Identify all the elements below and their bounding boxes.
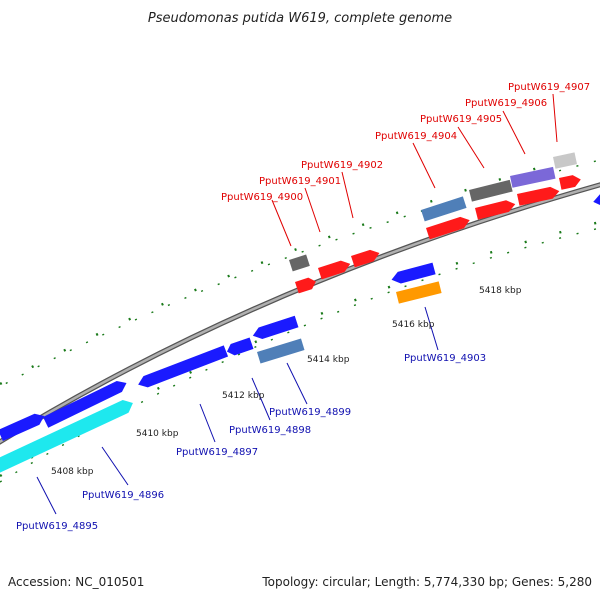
gene-feature[interactable] <box>553 152 578 169</box>
gene-feature[interactable] <box>257 338 305 364</box>
gene-label[interactable]: PputW619_4895 <box>16 521 98 532</box>
gene-feature[interactable] <box>426 214 472 240</box>
gene-feature[interactable] <box>510 166 556 188</box>
gene-feature[interactable] <box>592 191 600 208</box>
genome-summary-text: Topology: circular; Length: 5,774,330 bp… <box>261 575 592 589</box>
scale-label: 5412 kbp <box>222 391 265 401</box>
gene-feature[interactable] <box>289 254 310 272</box>
bottom-gene-labels: PputW619_4895 PputW619_4896 PputW619_489… <box>16 353 486 532</box>
gene-feature[interactable] <box>136 345 229 390</box>
gene-feature[interactable] <box>43 378 129 428</box>
gene-feature[interactable] <box>517 185 561 206</box>
gene-label[interactable]: PputW619_4907 <box>508 82 590 93</box>
scale-label: 5408 kbp <box>51 467 94 477</box>
accession-text: Accession: NC_010501 <box>8 575 144 589</box>
top-gene-labels: PputW619_4900 PputW619_4901 PputW619_490… <box>221 82 590 203</box>
top-label-leaders <box>271 93 558 247</box>
gene-label[interactable]: PputW619_4905 <box>420 114 502 125</box>
gene-feature[interactable] <box>318 258 352 280</box>
gene-feature[interactable] <box>351 247 381 268</box>
scale-label: 5418 kbp <box>479 286 522 296</box>
gene-label[interactable]: PputW619_4901 <box>259 176 341 187</box>
gene-feature[interactable] <box>251 315 299 342</box>
gene-label[interactable]: PputW619_4896 <box>82 490 164 501</box>
gene-label[interactable]: PputW619_4898 <box>229 425 311 436</box>
reverse-strand-genes <box>0 262 442 473</box>
gene-feature[interactable] <box>475 198 517 220</box>
bottom-label-leaders <box>36 306 439 515</box>
forward-strand-genes <box>289 152 600 294</box>
gene-feature[interactable] <box>390 262 436 286</box>
gene-feature[interactable] <box>0 397 136 473</box>
gene-feature[interactable] <box>225 337 254 358</box>
scale-labels: 5408 kbp 5410 kbp 5412 kbp 5414 kbp 5416… <box>51 286 522 477</box>
gene-label[interactable]: PputW619_4906 <box>465 98 547 109</box>
gene-label[interactable]: PputW619_4900 <box>221 192 303 203</box>
scale-label: 5414 kbp <box>307 355 350 365</box>
map-title: Pseudomonas putida W619, complete genome <box>148 11 452 26</box>
gene-feature[interactable] <box>559 174 582 190</box>
scale-label: 5410 kbp <box>136 429 179 439</box>
scale-label: 5416 kbp <box>392 320 435 330</box>
gene-label[interactable]: PputW619_4897 <box>176 447 258 458</box>
gene-label[interactable]: PputW619_4902 <box>301 160 383 171</box>
gene-label[interactable]: PputW619_4903 <box>404 353 486 364</box>
gene-feature[interactable] <box>396 281 442 304</box>
gene-feature[interactable] <box>469 179 513 202</box>
gene-feature[interactable] <box>295 276 318 294</box>
gene-label[interactable]: PputW619_4904 <box>375 131 457 142</box>
gene-feature[interactable] <box>0 410 47 441</box>
gene-label[interactable]: PputW619_4899 <box>269 407 351 418</box>
gene-feature[interactable] <box>421 196 467 222</box>
